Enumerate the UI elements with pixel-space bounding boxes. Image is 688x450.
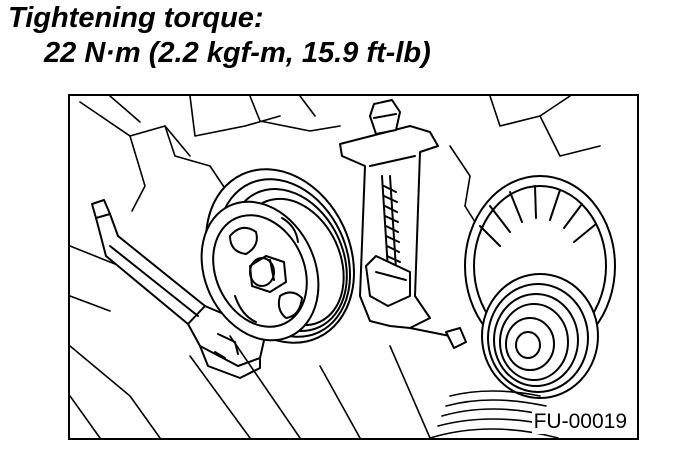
small-bolt [445,327,467,349]
figure-code: FU-00019 [531,410,629,434]
torque-value: 22 N·m (2.2 kgf-m, 15.9 ft-lb) [44,37,431,69]
pulley-holder-tool [339,99,451,337]
engine-background-lines [70,96,601,438]
idler-pulley [464,175,616,399]
ratchet-wrench [91,199,266,379]
torque-heading: Tightening torque: [8,2,264,34]
crankshaft-pulley [200,168,355,344]
pulley-drawing [70,96,616,438]
pulley-illustration: FU-00019 [68,94,639,440]
